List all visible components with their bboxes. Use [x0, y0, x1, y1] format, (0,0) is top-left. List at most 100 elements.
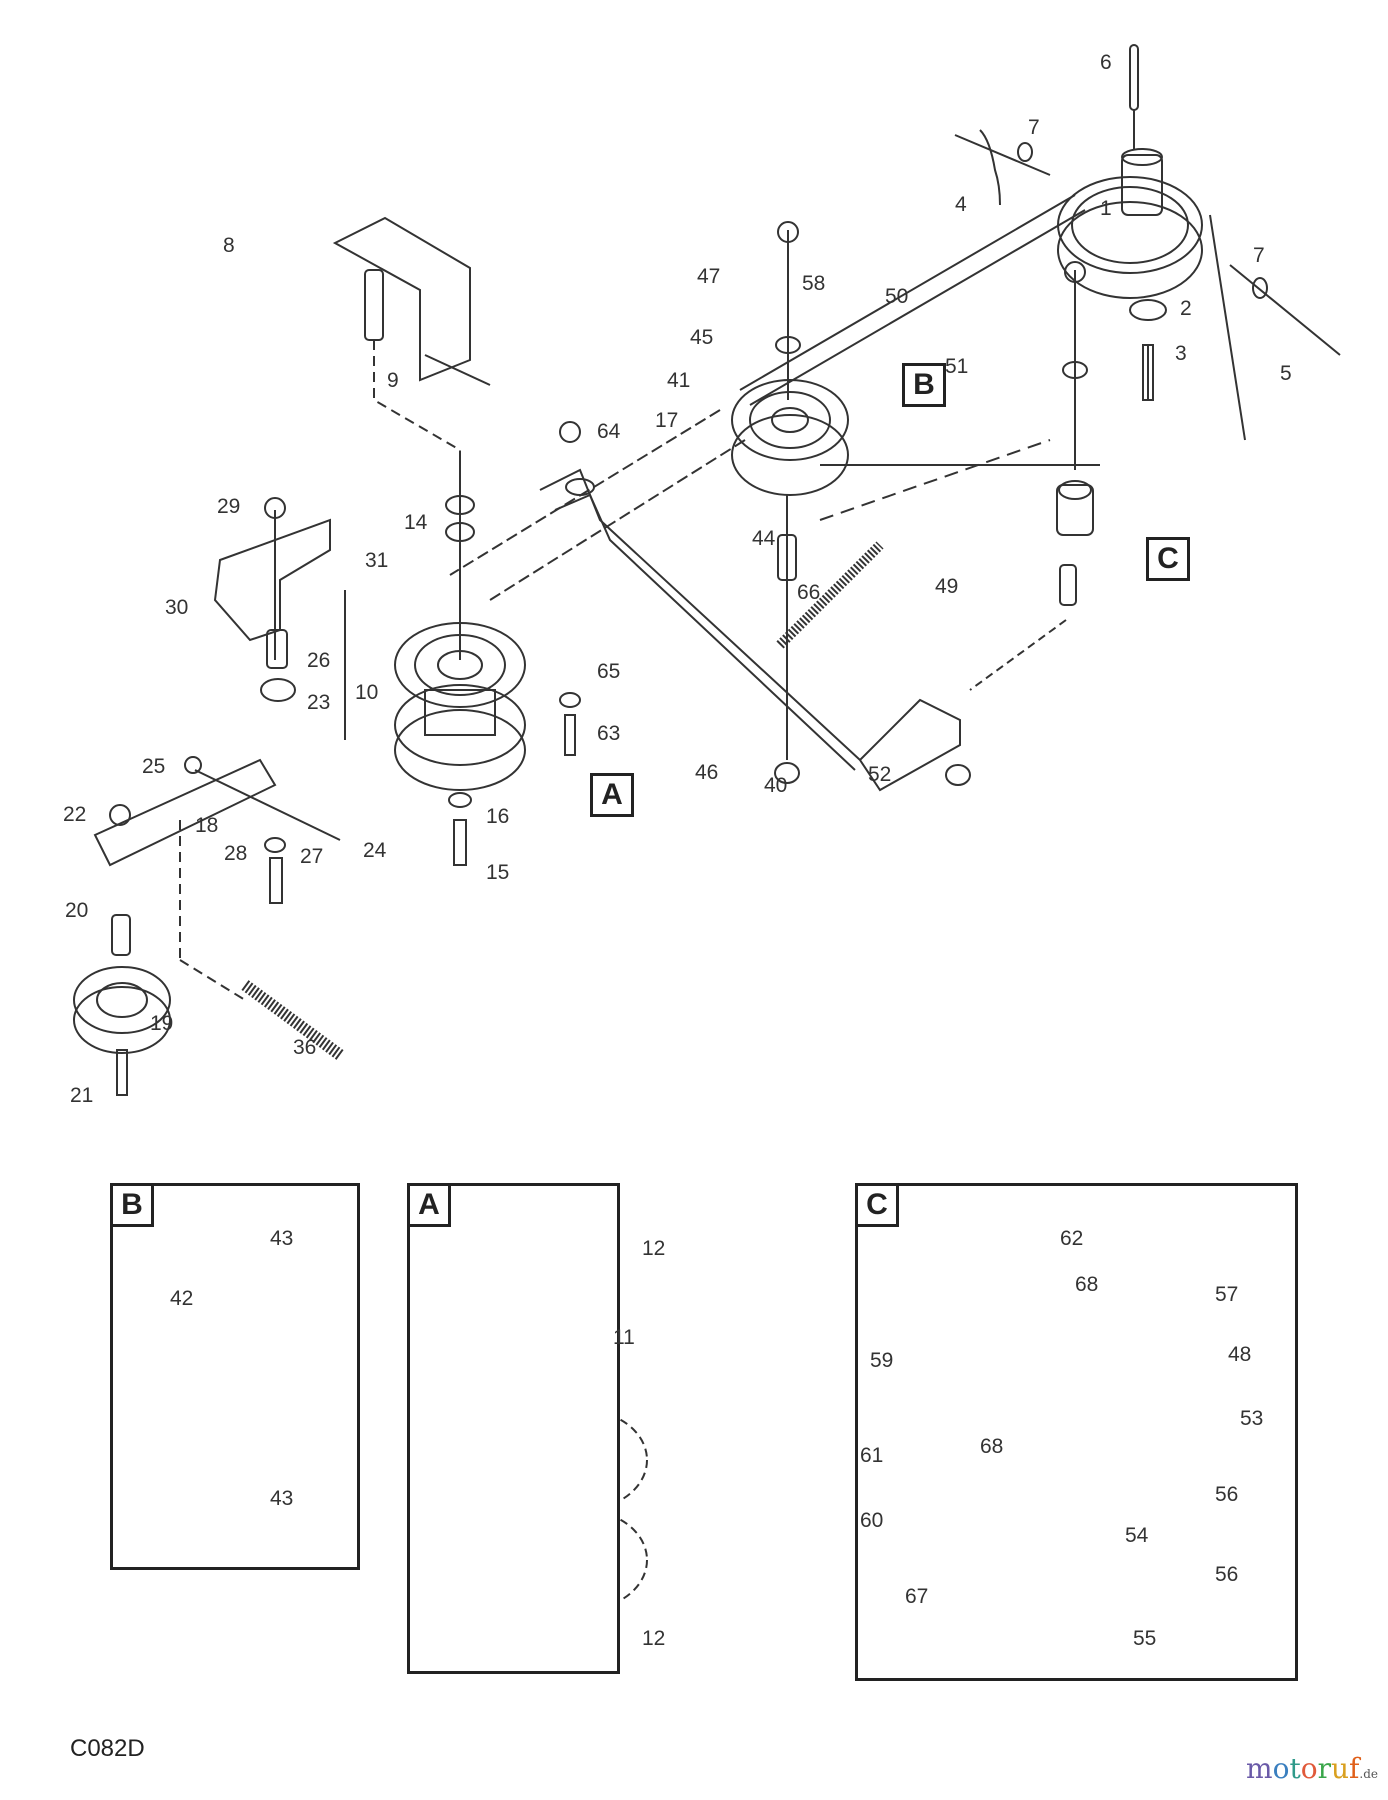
watermark-letter: f: [1349, 1752, 1360, 1785]
callout-5: 5: [1280, 362, 1292, 385]
callout-27: 27: [300, 845, 324, 868]
detail-ref-b: B: [902, 363, 946, 407]
callout-68-top: 68: [1075, 1273, 1099, 1296]
callout-54: 54: [1125, 1524, 1149, 1547]
callout-67: 67: [905, 1585, 929, 1608]
callout-18: 18: [195, 814, 219, 837]
callout-61: 61: [860, 1444, 884, 1467]
callout-56-top: 56: [1215, 1483, 1239, 1506]
nut-46: [774, 762, 800, 784]
callout-28: 28: [224, 842, 248, 865]
callout-68-bottom: 68: [980, 1435, 1004, 1458]
watermark-letter: u: [1330, 1752, 1350, 1785]
watermark-letter: o: [1300, 1752, 1318, 1785]
callout-14: 14: [404, 511, 428, 534]
nut-25: [184, 756, 202, 774]
bushing-14a: [445, 495, 475, 515]
callout-6: 6: [1100, 51, 1112, 74]
belt-17: [449, 409, 746, 601]
bracket-30: [213, 518, 331, 642]
washer-7: [1017, 142, 1033, 162]
nut-52: [945, 764, 971, 786]
callout-43-bottom: 43: [270, 1487, 294, 1510]
washer-16: [448, 792, 472, 808]
spacer-20: [111, 914, 131, 956]
callout-12-top: 12: [642, 1237, 666, 1260]
callout-25: 25: [142, 755, 166, 778]
callout-1: 1: [1100, 197, 1112, 220]
spring-5: [1229, 264, 1341, 356]
callout-47: 47: [697, 265, 721, 288]
callout-21: 21: [70, 1084, 94, 1107]
watermark-letter: t: [1289, 1752, 1301, 1785]
callout-30: 30: [165, 596, 189, 619]
detail-box-c-tag: C: [855, 1183, 899, 1227]
detail-ref-c: C: [1146, 537, 1190, 581]
watermark-letter: m: [1246, 1752, 1273, 1785]
callout-16: 16: [486, 805, 510, 828]
figure-code: C082D: [70, 1735, 145, 1762]
callout-65: 65: [597, 660, 621, 683]
callout-58: 58: [802, 272, 826, 295]
callout-36: 36: [293, 1036, 317, 1059]
belt-58: [739, 194, 1246, 466]
callout-29: 29: [217, 495, 241, 518]
callout-7b: 7: [1253, 244, 1265, 267]
callout-7a: 7: [1028, 116, 1040, 139]
key-6: [1129, 44, 1139, 111]
callout-42: 42: [170, 1287, 194, 1310]
callout-12-bottom: 12: [642, 1627, 666, 1650]
callout-63: 63: [597, 722, 621, 745]
spacer-26: [266, 629, 288, 669]
watermark-logo: motoruf.de: [1246, 1752, 1378, 1785]
idler-pulley-19: [73, 966, 171, 1054]
watermark-letters: motoruf: [1246, 1752, 1359, 1785]
bracket-8: [332, 216, 471, 382]
callout-55: 55: [1133, 1627, 1157, 1650]
callout-26: 26: [307, 649, 331, 672]
nut-64: [559, 421, 581, 443]
detail-ref-a: A: [590, 773, 634, 817]
watermark-letter: o: [1272, 1752, 1290, 1785]
bolt-21: [116, 1049, 128, 1096]
callout-56-bottom: 56: [1215, 1563, 1239, 1586]
detail-box-c: [855, 1183, 1298, 1681]
bolt-27: [269, 857, 283, 904]
bushing-14b: [445, 522, 475, 542]
detail-box-b-tag: B: [110, 1183, 154, 1227]
collar-23: [260, 678, 296, 702]
callout-17: 17: [655, 409, 679, 432]
washer-2: [1129, 299, 1167, 321]
watermark-suffix: .de: [1359, 1767, 1378, 1781]
bolt-63: [564, 714, 576, 756]
drive-pulley-1: [1057, 148, 1203, 299]
callout-15: 15: [486, 861, 510, 884]
callout-22: 22: [63, 803, 87, 826]
callout-66: 66: [797, 581, 821, 604]
callout-49: 49: [935, 575, 959, 598]
callout-3: 3: [1175, 342, 1187, 365]
spacer-49: [1059, 564, 1077, 606]
watermark-letter: r: [1317, 1752, 1331, 1785]
callout-2: 2: [1180, 297, 1192, 320]
detail-box-a: [407, 1183, 620, 1674]
callout-8: 8: [223, 234, 235, 257]
callout-53: 53: [1240, 1407, 1264, 1430]
callout-64: 64: [597, 420, 621, 443]
callout-51: 51: [945, 355, 969, 378]
callout-50: 50: [885, 285, 909, 308]
callout-41: 41: [667, 369, 691, 392]
callout-60: 60: [860, 1509, 884, 1532]
arm-c: [1056, 484, 1094, 536]
bolt-15: [453, 819, 467, 866]
callout-48: 48: [1228, 1343, 1252, 1366]
callout-59: 59: [870, 1349, 894, 1372]
nut-29: [264, 497, 286, 519]
callout-43-top: 43: [270, 1227, 294, 1250]
callout-31: 31: [365, 549, 389, 572]
idler-pulley-41: [731, 379, 849, 496]
washer-28: [264, 837, 286, 853]
callout-19: 19: [150, 1012, 174, 1035]
washer-65: [559, 692, 581, 708]
